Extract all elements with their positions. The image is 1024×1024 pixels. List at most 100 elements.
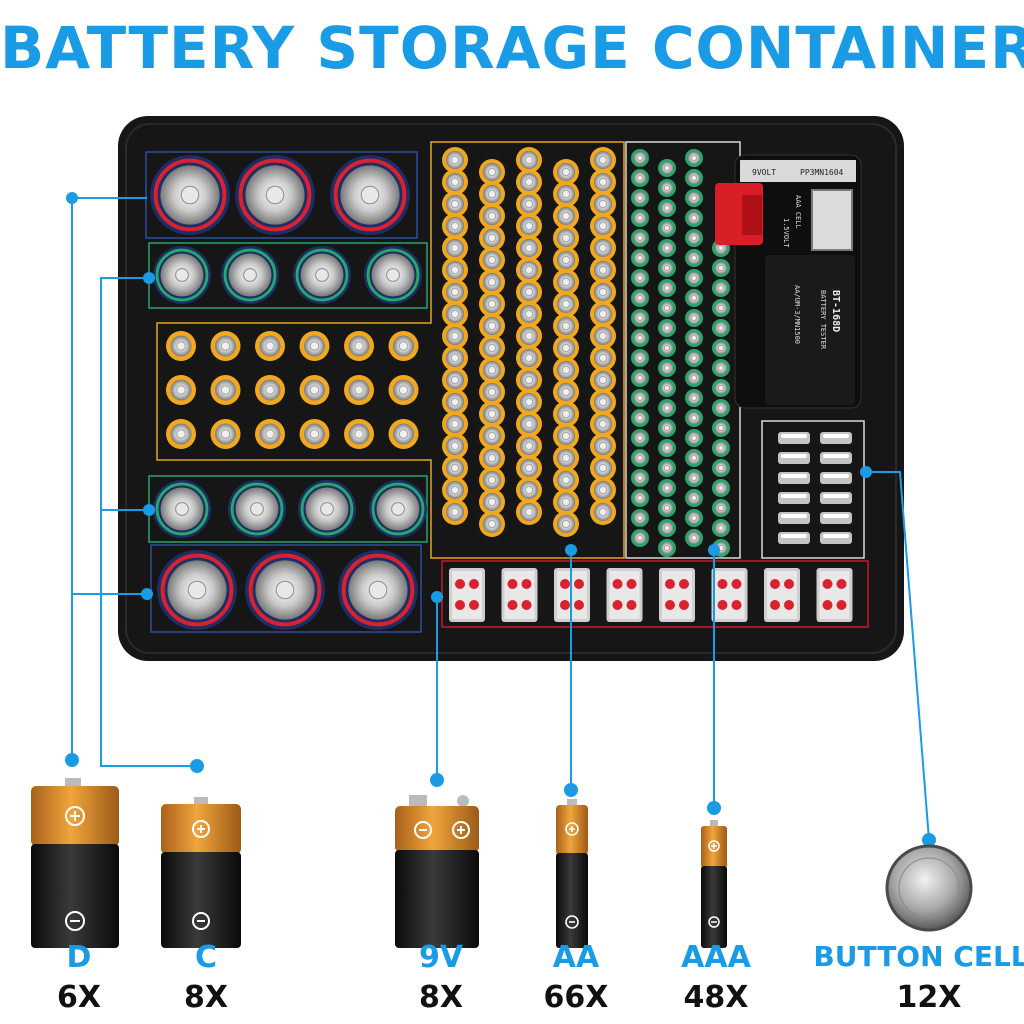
c-battery-slot [153, 480, 211, 538]
tester-top-right-text: PP3MN1604 [800, 168, 844, 177]
tester-cell-text: AAA CELL [794, 195, 802, 229]
button-cell-slot [778, 472, 810, 484]
tester-model-text: BT-168D [830, 290, 841, 332]
plus-icon [192, 820, 210, 838]
aaa-battery-slot [631, 269, 649, 287]
9v-battery-slots [449, 568, 853, 622]
aa-battery-slot [516, 345, 542, 371]
aaa-battery-slot [712, 259, 730, 277]
aaa-battery-slot [685, 489, 703, 507]
aa-battery-slot [590, 433, 616, 459]
aa-battery-slot [516, 477, 542, 503]
minus-icon [414, 821, 432, 839]
tester-top-bar [740, 160, 856, 182]
c-battery-slot [293, 246, 351, 304]
aa-battery-slot [442, 499, 468, 525]
aaa-battery-slot [631, 389, 649, 407]
aa-battery-slot [553, 445, 579, 471]
aa-battery-slot [388, 331, 419, 361]
aaa-battery-slot [631, 489, 649, 507]
label-type-aa: AA [552, 940, 600, 975]
aa-battery-slot [479, 269, 505, 295]
aa-battery-slot [344, 331, 374, 361]
aa-battery-slot [516, 257, 542, 283]
aa-battery-slot [442, 477, 468, 503]
aa-battery-slot [590, 279, 616, 305]
aa-battery-slot [553, 313, 579, 339]
tester-name-text: BATTERY TESTER [819, 290, 827, 350]
aaa-battery-slot [712, 319, 730, 337]
aaa-battery-slot [631, 229, 649, 247]
aa-battery-slot [479, 335, 505, 361]
minus-icon [65, 911, 85, 931]
aaa-battery-slot [712, 419, 730, 437]
aaa-battery-slot [631, 309, 649, 327]
aaa-battery-slot [712, 399, 730, 417]
aaa-battery-slot [685, 229, 703, 247]
aa-battery-slot [516, 147, 542, 173]
aaa-battery-slot [685, 369, 703, 387]
aa-compartment [156, 141, 625, 559]
aa-battery-slot [442, 191, 468, 217]
button-cell-slot [778, 532, 810, 544]
aa-battery-slot [299, 331, 330, 361]
aa-battery-slot [553, 423, 579, 449]
aaa-battery-slot [631, 349, 649, 367]
aa-battery-slot [516, 411, 542, 437]
d-battery-illustration [31, 778, 119, 948]
aaa-battery-slot [658, 219, 676, 237]
aa-battery-illustration [556, 799, 588, 948]
plus-icon [565, 822, 579, 836]
d-battery-slots [150, 155, 418, 630]
page-title: BATTERY STORAGE CONTAINER [0, 14, 1024, 82]
button-cell-slot [778, 512, 810, 524]
plus-icon [708, 840, 720, 852]
aaa-battery-slot [685, 529, 703, 547]
aa-battery-slot [553, 511, 579, 537]
aa-battery-slot [590, 169, 616, 195]
aaa-battery-slot [658, 539, 676, 557]
d-battery-slot [245, 550, 325, 630]
aaa-battery-slot [658, 439, 676, 457]
aa-battery-slot [516, 279, 542, 305]
aa-battery-slot [553, 159, 579, 185]
aa-battery-slot [553, 269, 579, 295]
tester-slider-grip [742, 195, 762, 235]
c-battery-slot [364, 246, 422, 304]
9v-battery-slot [816, 568, 853, 622]
aa-battery-slot [166, 331, 196, 361]
aa-battery-slot [442, 257, 468, 283]
aa-battery-slot [344, 419, 374, 449]
button-cell-slot [778, 452, 810, 464]
aa-battery-slot [479, 423, 505, 449]
aa-battery-slot [442, 169, 468, 195]
aa-battery-slot [553, 247, 579, 273]
aa-battery-slot [388, 419, 419, 449]
aaa-battery-slot [631, 249, 649, 267]
d-battery-slot [235, 155, 315, 235]
aaa-battery-slot [685, 249, 703, 267]
aa-battery-slot [590, 367, 616, 393]
aa-battery-slot [166, 375, 196, 405]
button-cell-slot [820, 452, 852, 464]
aaa-battery-slot [712, 499, 730, 517]
tester-lower-panel [765, 255, 855, 405]
minus-icon [708, 916, 720, 928]
c-battery-slot [369, 480, 427, 538]
button-cell-slot [778, 432, 810, 444]
aa-battery-slot [590, 455, 616, 481]
aaa-battery-slot [658, 519, 676, 537]
aa-battery-slots [166, 147, 616, 537]
aaa-battery-slot [658, 339, 676, 357]
aa-battery-slot [479, 181, 505, 207]
9v-battery-slot [449, 568, 485, 622]
aa-battery-slot [442, 389, 468, 415]
aa-battery-slot [479, 159, 505, 185]
aa-battery-slot [553, 379, 579, 405]
aaa-battery-slot [631, 289, 649, 307]
c-callout-line [100, 277, 197, 767]
aa-battery-slot [516, 301, 542, 327]
c-battery-illustration [161, 797, 241, 948]
aa-battery-slot [166, 419, 196, 449]
